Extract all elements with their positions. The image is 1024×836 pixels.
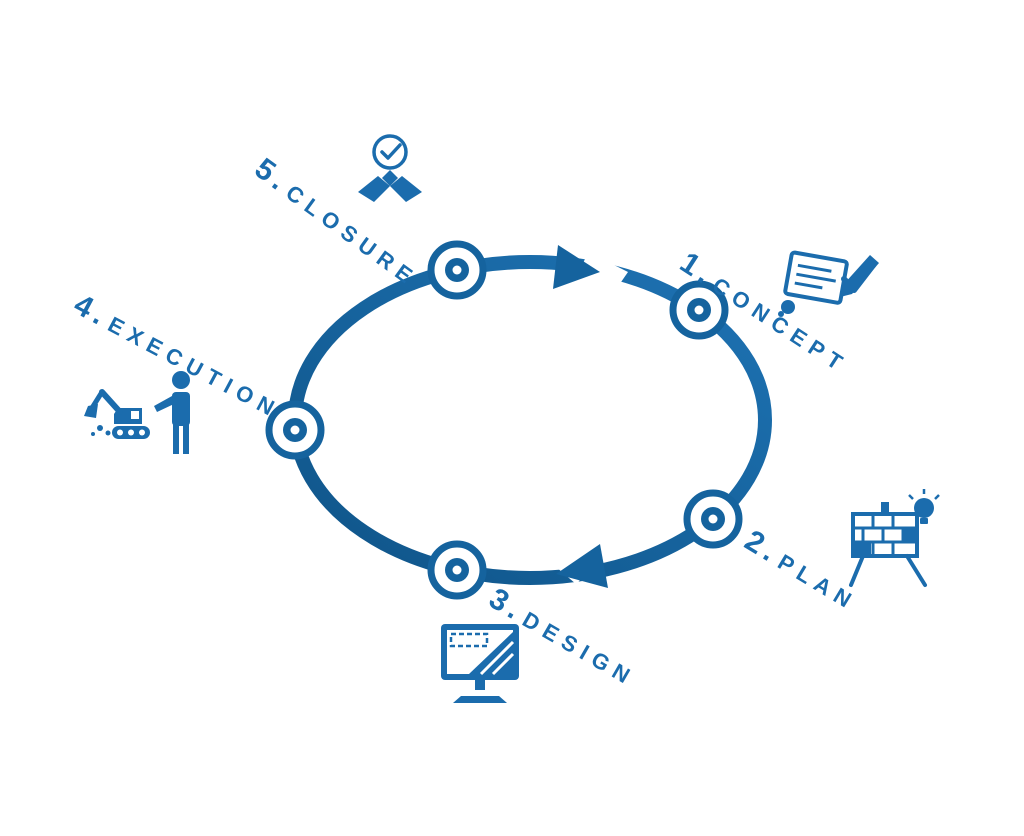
check-circle-icon — [372, 134, 408, 170]
debris-dot — [91, 432, 95, 436]
bullseye-center — [708, 514, 718, 524]
arrow-bottom-white-backer — [542, 526, 608, 584]
excavator-bucket — [84, 404, 98, 418]
debris-dot — [105, 430, 111, 436]
milestone-node-execution — [265, 400, 325, 460]
bullseye-center — [290, 425, 300, 435]
easel-bulb-icon — [849, 489, 940, 587]
filled-brick — [904, 528, 917, 542]
easel-leg-right — [905, 554, 927, 587]
monitor-stand — [475, 680, 485, 690]
worker-arm — [154, 396, 174, 412]
worker-leg — [173, 424, 179, 454]
debris-dot — [97, 425, 103, 431]
bullseye-center — [452, 265, 462, 275]
excavator-boom — [99, 389, 123, 415]
handshake-left-arm — [358, 176, 390, 202]
handshake-right-arm — [390, 176, 422, 202]
monitor-base — [453, 696, 507, 703]
check-mark — [380, 143, 402, 160]
lightbulb-icon — [914, 498, 934, 518]
easel-knob — [881, 502, 889, 514]
contract-pen-icon — [778, 250, 879, 317]
hand-dot — [781, 300, 795, 314]
document — [783, 250, 849, 305]
clockwise-arrow-top — [553, 245, 600, 289]
easel-leg-left — [849, 554, 865, 587]
signature-check — [841, 261, 877, 293]
bullseye-center — [694, 305, 704, 315]
milestone-node-design — [427, 540, 487, 600]
excavator-worker-icon — [84, 371, 190, 454]
hand-dot-small — [778, 311, 784, 317]
design-monitor-icon — [441, 624, 519, 703]
worker-head — [172, 371, 190, 389]
excavator-window — [131, 411, 139, 419]
worker-body — [172, 392, 190, 426]
worker-leg — [183, 424, 189, 454]
milestone-node-closure — [427, 240, 487, 300]
bullseye-center — [452, 565, 462, 575]
milestone-node-plan — [683, 489, 743, 549]
milestone-node-concept — [669, 280, 729, 340]
handshake-clasp — [382, 170, 398, 186]
clockwise-arrow-bottom — [556, 544, 608, 588]
filled-brick — [853, 542, 871, 556]
handshake-check-icon — [358, 134, 422, 202]
arrow-top-white-backer — [574, 252, 628, 298]
dashed-selection — [449, 632, 489, 648]
lightbulb-base — [920, 518, 928, 524]
